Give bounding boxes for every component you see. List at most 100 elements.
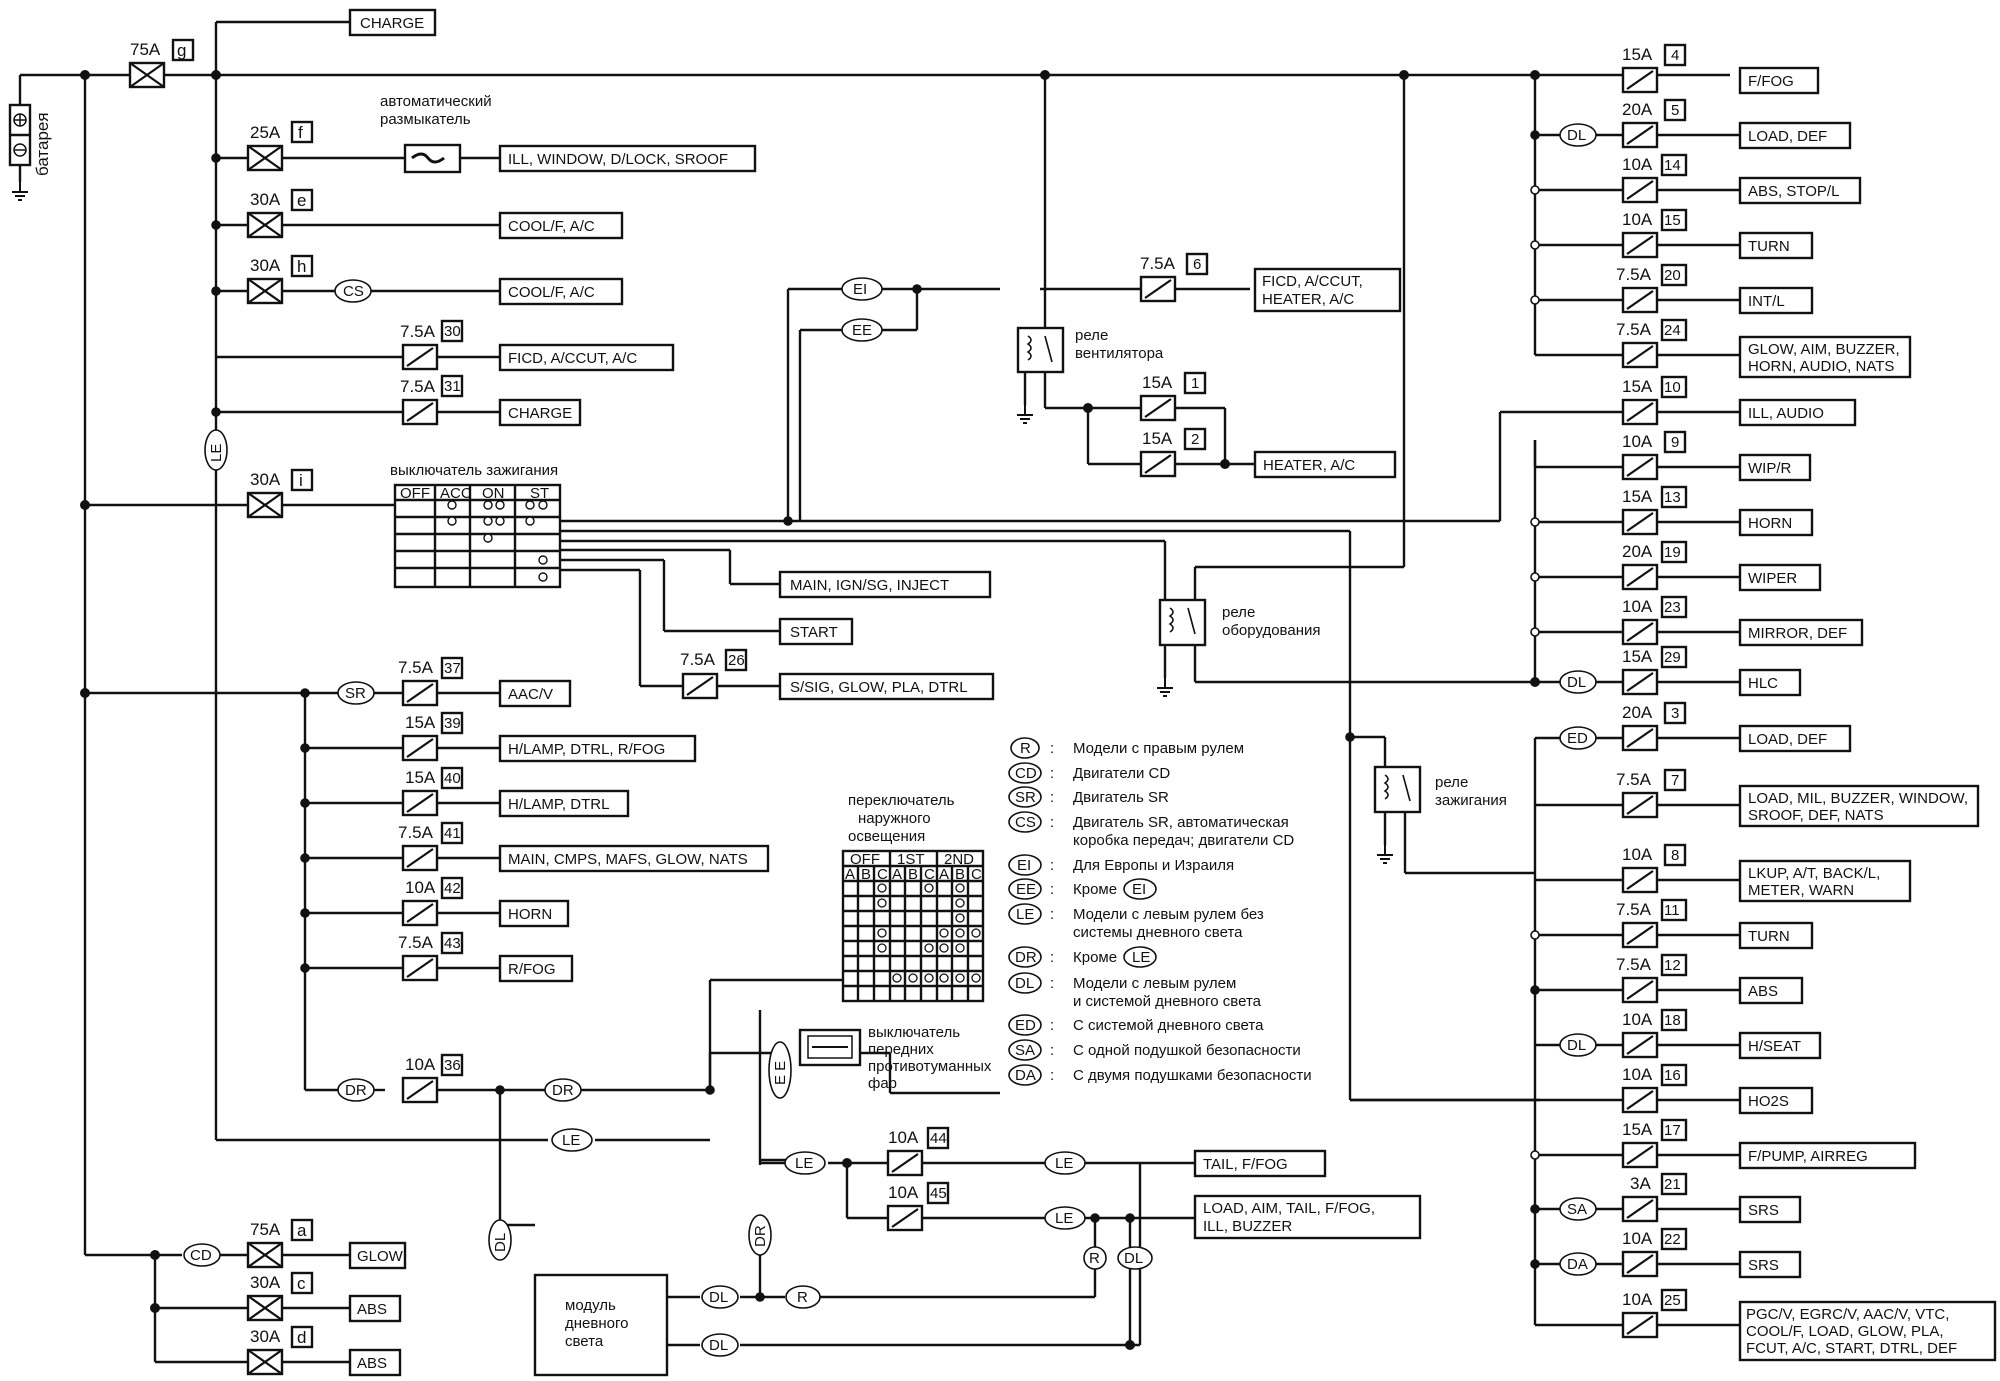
svg-text:Модели с правым рулем: Модели с правым рулем: [1073, 740, 1244, 757]
svg-text:39: 39: [444, 715, 461, 732]
svg-text:ED: ED: [1567, 730, 1588, 747]
svg-text:зажигания: зажигания: [1435, 792, 1507, 809]
svg-text::: :: [1050, 1067, 1054, 1084]
svg-text:g: g: [177, 41, 186, 60]
svg-text:h: h: [297, 257, 306, 276]
svg-text:3: 3: [1671, 705, 1679, 722]
svg-text:DL: DL: [1124, 1250, 1143, 1267]
svg-text::: :: [1050, 789, 1054, 806]
svg-text:7.5A: 7.5A: [398, 658, 434, 677]
legend: R:Модели с правым рулем CD:Двигатели CD …: [1008, 737, 1312, 1086]
svg-text:H/LAMP, DTRL, R/FOG: H/LAMP, DTRL, R/FOG: [508, 741, 665, 758]
svg-text:С двумя подушками безопасности: С двумя подушками безопасности: [1073, 1067, 1312, 1084]
svg-text:CD: CD: [190, 1247, 212, 1264]
svg-text:7.5A: 7.5A: [1616, 900, 1652, 919]
svg-text:17: 17: [1664, 1122, 1681, 1139]
svg-text:30: 30: [444, 323, 461, 340]
svg-text:7.5A: 7.5A: [398, 933, 434, 952]
svg-text:COOL/F, A/C: COOL/F, A/C: [508, 284, 595, 301]
svg-text:B: B: [908, 866, 918, 883]
junction-dots: [80, 70, 1540, 1350]
svg-text:С системой дневного света: С системой дневного света: [1073, 1017, 1264, 1034]
svg-text:реле: реле: [1075, 327, 1108, 344]
ssig-label: S/SIG, GLOW, PLA, DTRL: [778, 672, 995, 701]
fuse-h: 30A h CS: [246, 254, 372, 305]
svg-text:коробка передач; двигатели CD: коробка передач; двигатели CD: [1073, 832, 1294, 849]
circuit-breaker: автоматический размыкатель: [380, 93, 492, 174]
svg-text:DL: DL: [1567, 1037, 1586, 1054]
svg-text:15A: 15A: [1622, 1120, 1653, 1139]
svg-text:FICD, A/CCUT, A/C: FICD, A/CCUT, A/C: [508, 350, 637, 367]
svg-text:15A: 15A: [1142, 429, 1173, 448]
svg-text:EI: EI: [1017, 857, 1031, 874]
svg-text:15: 15: [1664, 212, 1681, 229]
svg-text:45: 45: [930, 1185, 947, 1202]
svg-text:Двигатель SR, автоматическая: Двигатель SR, автоматическая: [1073, 814, 1289, 831]
svg-text:30A: 30A: [250, 190, 281, 209]
svg-text:44: 44: [930, 1130, 947, 1147]
light-switch[interactable]: переключатель наружного освещения OFF 1S…: [841, 792, 985, 1003]
svg-text:ILL, AUDIO: ILL, AUDIO: [1748, 405, 1824, 422]
svg-text:ABS: ABS: [1748, 983, 1778, 1000]
svg-text:вентилятора: вентилятора: [1075, 345, 1164, 362]
svg-text:ABS, STOP/L: ABS, STOP/L: [1748, 183, 1839, 200]
svg-text:R: R: [1089, 1250, 1100, 1267]
svg-text:TAIL, F/FOG: TAIL, F/FOG: [1203, 1156, 1288, 1173]
svg-text:10A: 10A: [888, 1183, 919, 1202]
svg-text:11: 11: [1664, 902, 1680, 919]
svg-text:a: a: [297, 1221, 307, 1240]
svg-text:ILL, BUZZER: ILL, BUZZER: [1203, 1218, 1292, 1235]
svg-text:автоматический: автоматический: [380, 93, 492, 110]
svg-text::: :: [1050, 740, 1054, 757]
svg-text:LOAD, MIL, BUZZER, WINDOW,: LOAD, MIL, BUZZER, WINDOW,: [1748, 790, 1968, 807]
svg-text:10A: 10A: [1622, 210, 1653, 229]
svg-text:ABS: ABS: [357, 1355, 387, 1372]
svg-text:10: 10: [1664, 379, 1681, 396]
svg-text:HORN: HORN: [1748, 515, 1792, 532]
svg-text:5: 5: [1671, 102, 1679, 119]
svg-text:TURN: TURN: [1748, 928, 1790, 945]
svg-text:H/SEAT: H/SEAT: [1748, 1038, 1801, 1055]
svg-text:25: 25: [1664, 1292, 1681, 1309]
svg-text:20A: 20A: [1622, 703, 1653, 722]
svg-text:41: 41: [444, 825, 461, 842]
svg-text:LE: LE: [1132, 949, 1150, 966]
fuse-31: 7.5A 31: [400, 374, 464, 426]
fog-switch[interactable]: выключатель передних противотуманных фар…: [768, 1024, 992, 1099]
svg-text:15A: 15A: [1622, 377, 1653, 396]
svg-text:ED: ED: [1015, 1017, 1036, 1034]
svg-text:LOAD, AIM, TAIL, F/FOG,: LOAD, AIM, TAIL, F/FOG,: [1203, 1200, 1375, 1217]
svg-text:реле: реле: [1435, 774, 1468, 791]
svg-text:30A: 30A: [250, 1327, 281, 1346]
svg-text:SA: SA: [1015, 1042, 1035, 1059]
svg-text:R: R: [1020, 740, 1031, 757]
svg-text:DR: DR: [752, 1225, 769, 1247]
svg-text:c: c: [297, 1274, 306, 1293]
svg-text:DA: DA: [1567, 1256, 1588, 1273]
svg-text:Модели с левым рулем: Модели с левым рулем: [1073, 975, 1236, 992]
svg-text:37: 37: [444, 660, 461, 677]
svg-text:наружного: наружного: [858, 810, 931, 827]
charge-top-label: CHARGE: [348, 8, 437, 37]
svg-text:29: 29: [1664, 649, 1681, 666]
ignition-switch[interactable]: OFF ACC ON ST: [393, 483, 562, 589]
svg-text:75A: 75A: [130, 40, 161, 59]
svg-text:7.5A: 7.5A: [680, 650, 716, 669]
svg-text:ON: ON: [482, 485, 505, 502]
svg-text:9: 9: [1671, 434, 1679, 451]
svg-text:DL: DL: [1567, 127, 1586, 144]
svg-text:10A: 10A: [1622, 1229, 1653, 1248]
svg-text:EI: EI: [853, 281, 867, 298]
svg-text:DA: DA: [1015, 1067, 1036, 1084]
fuse-30: 7.5A 30: [400, 319, 464, 371]
svg-text::: :: [1050, 906, 1054, 923]
svg-text:18: 18: [1664, 1012, 1681, 1029]
svg-text:SRS: SRS: [1748, 1202, 1779, 1219]
svg-text::: :: [1050, 949, 1054, 966]
svg-text:WIPER: WIPER: [1748, 570, 1797, 587]
daylight-module: модуль дневного света DL R DL DR: [533, 1214, 821, 1377]
